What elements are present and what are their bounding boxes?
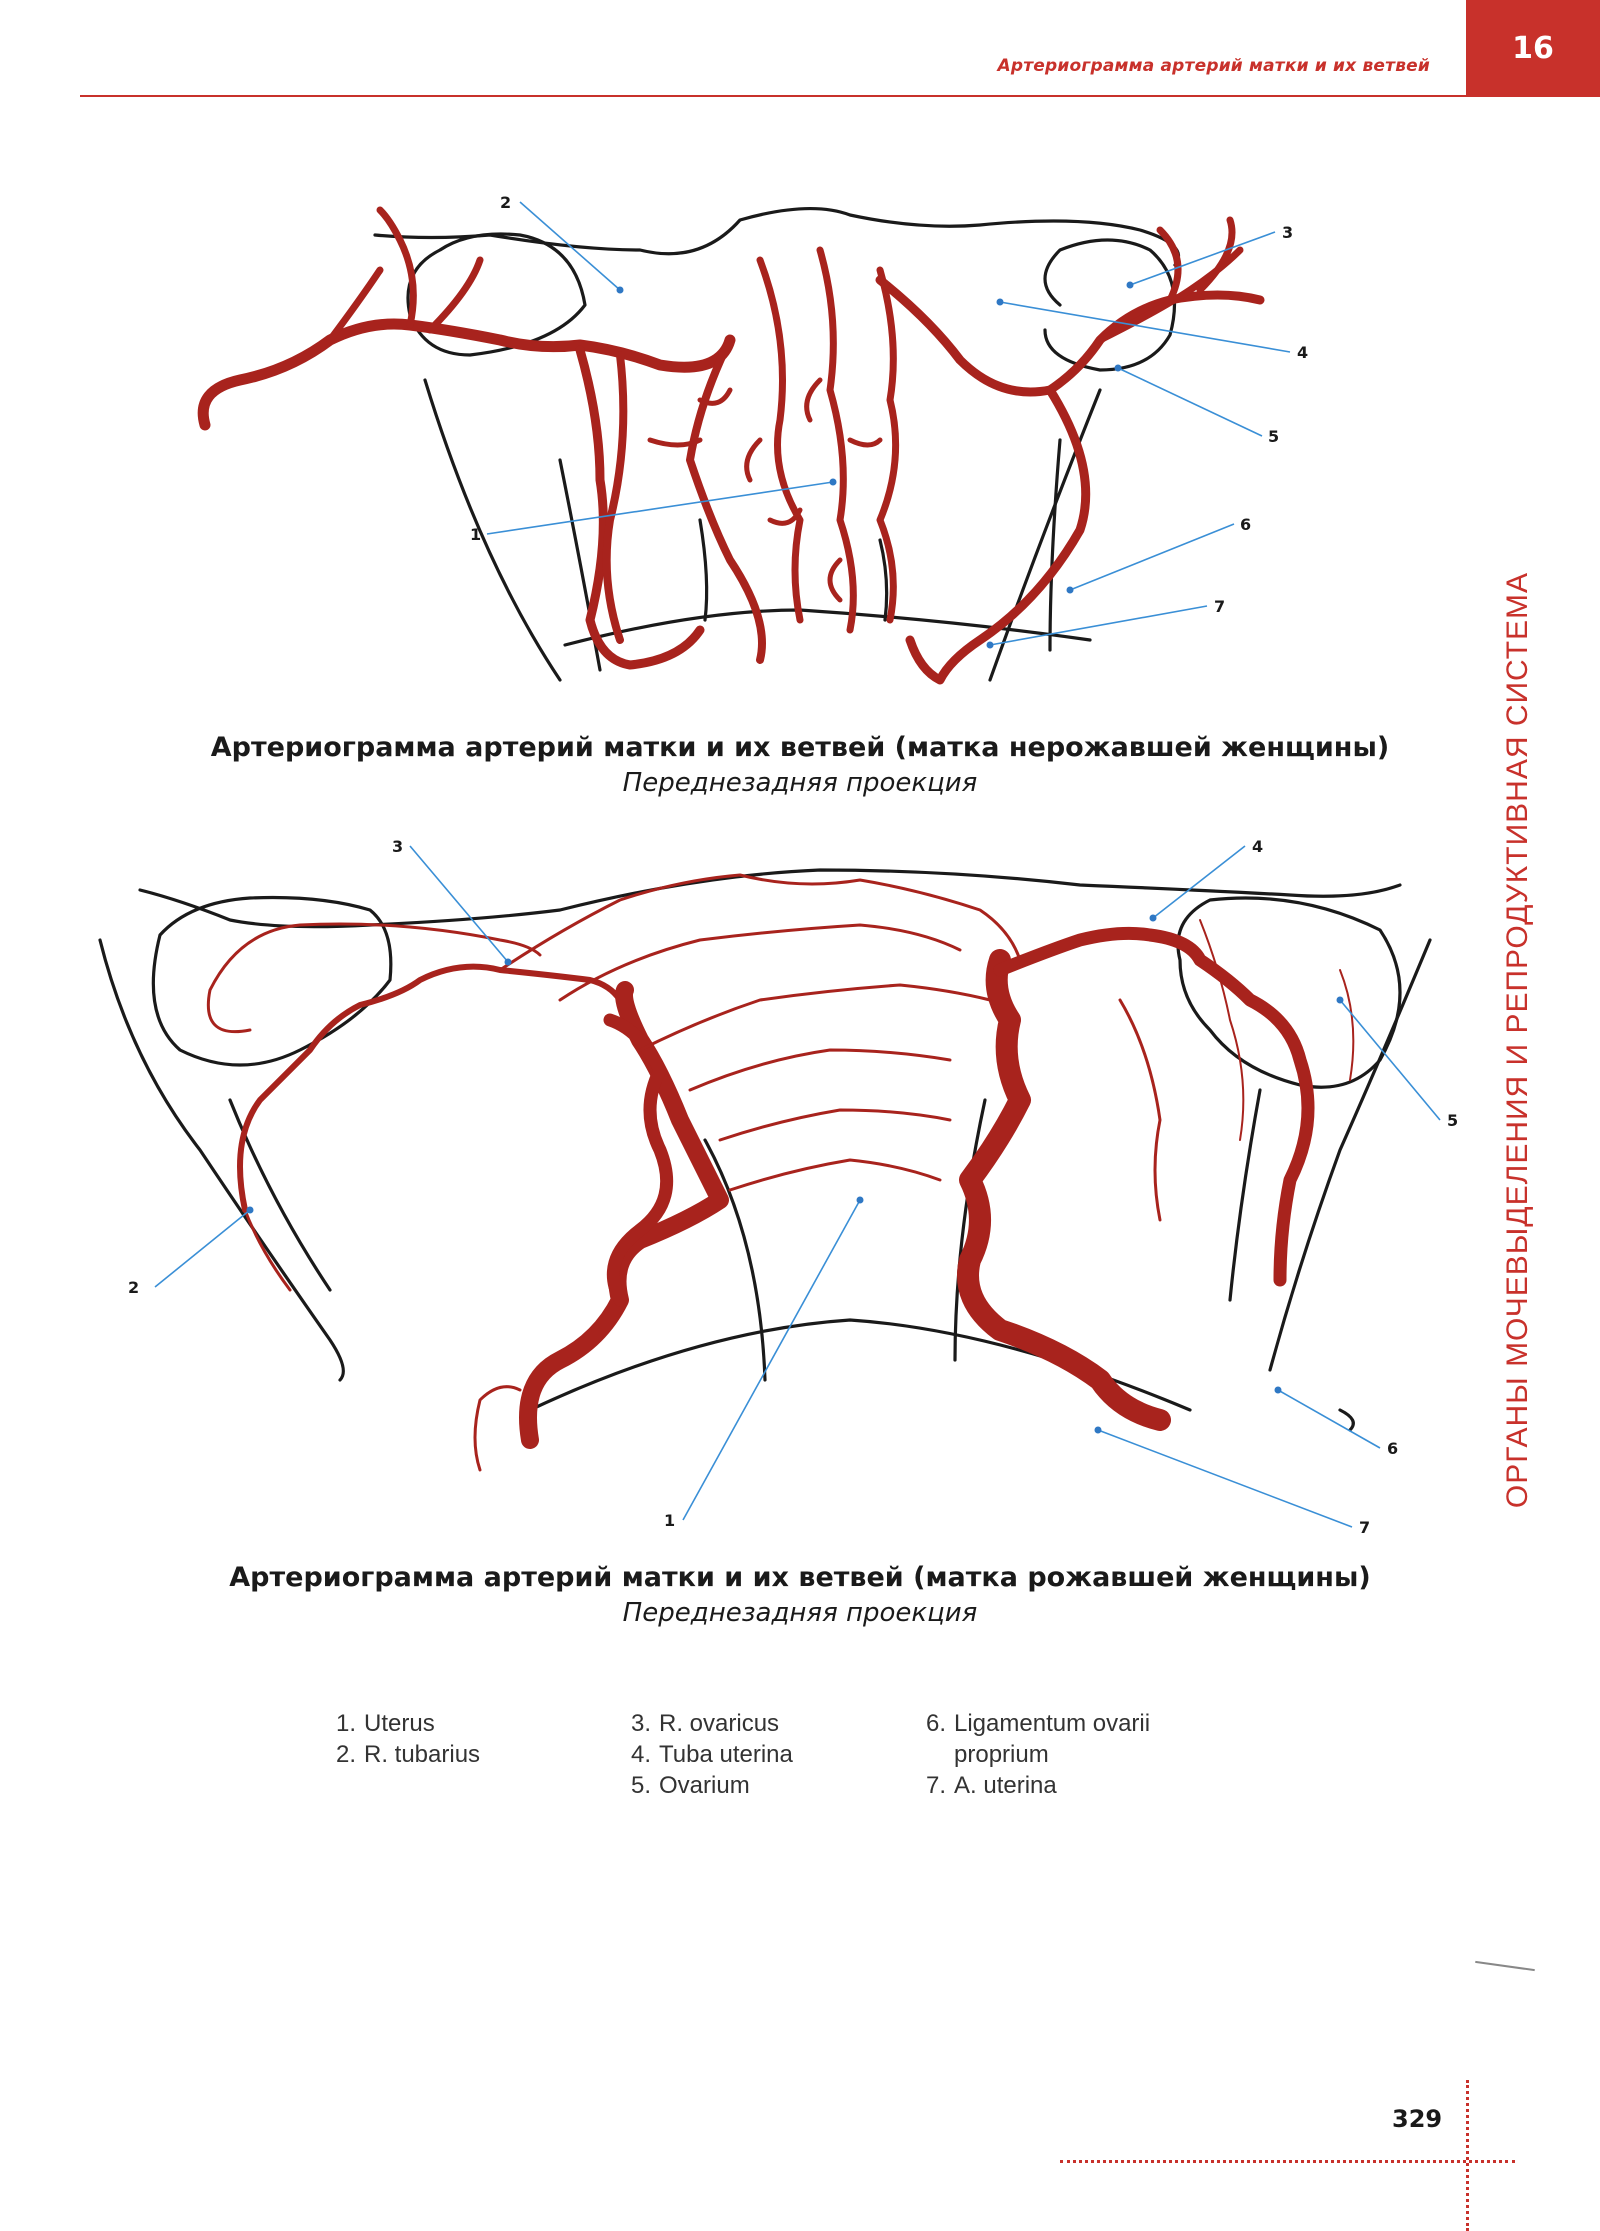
legend-column-1: 1.Uterus 2.R. tubarius: [330, 1708, 594, 1770]
chapter-number-tab: 16: [1466, 0, 1600, 97]
callout-7: 7: [1214, 597, 1225, 616]
legend-item: 1.Uterus: [335, 1710, 435, 1737]
figure-2-callouts: 1 2 3 4 5 6 7: [128, 837, 1458, 1537]
page-number: 329: [1392, 2105, 1443, 2133]
figure-2-title: Артериограмма артерий матки и их ветвей …: [229, 1562, 1371, 1593]
legend-item: 3.R. ovaricus: [630, 1710, 780, 1737]
callout-6: 6: [1240, 515, 1251, 534]
callout-3b: 3: [392, 837, 403, 856]
figure-2-outline: [98, 868, 1432, 1432]
callout-5: 5: [1268, 427, 1279, 446]
scan-mark: [1475, 1960, 1535, 1972]
callout-7b: 7: [1359, 1518, 1370, 1537]
callout-3: 3: [1282, 223, 1293, 242]
callout-1b: 1: [664, 1511, 675, 1530]
running-title: Артериограмма артерий матки и их ветвей: [997, 56, 1430, 76]
callout-2: 2: [500, 193, 511, 212]
legend-item: 4.Tuba uterina: [630, 1741, 793, 1768]
figure-1-arteries: [197, 206, 1265, 685]
legend-item: 5.Ovarium: [630, 1772, 750, 1799]
footer-dotted-rule: [1060, 2160, 1515, 2163]
header-rule: [80, 95, 1466, 97]
footer-dotted-vertical: [1466, 2080, 1469, 2231]
figure-1-title: Артериограмма артерий матки и их ветвей …: [210, 732, 1390, 763]
callout-1: 1: [470, 525, 481, 544]
legend-column-2: 3.R. ovaricus 4.Tuba uterina 5.Ovarium: [625, 1708, 889, 1801]
figure-1-illustration: 1 2 3 4 5 6 7: [197, 193, 1308, 685]
callout-6b: 6: [1387, 1439, 1398, 1458]
callout-4: 4: [1297, 343, 1308, 362]
legend-item: 6.Ligamentum ovarii proprium: [925, 1710, 1151, 1768]
legend-item: 7.A. uterina: [925, 1772, 1057, 1799]
callout-4b: 4: [1252, 837, 1263, 856]
figure-1-subtitle: Переднезадняя проекция: [622, 768, 978, 798]
figure-2-subtitle: Переднезадняя проекция: [622, 1598, 978, 1628]
figure-2-illustration: 1 2 3 4 5 6 7: [98, 837, 1458, 1537]
legend-column-3: 6.Ligamentum ovarii proprium 7.A. uterin…: [920, 1708, 1184, 1801]
callout-2b: 2: [128, 1278, 139, 1297]
legend-item: 2.R. tubarius: [335, 1741, 481, 1768]
figure-1-callouts: 1 2 3 4 5 6 7: [470, 193, 1308, 649]
section-vertical-title: ОРГАНЫ МОЧЕВЫДЕЛЕНИЯ И РЕПРОДУКТИВНАЯ СИ…: [1501, 571, 1534, 1509]
callout-5b: 5: [1447, 1111, 1458, 1130]
figure-2-arteries: [206, 873, 1355, 1472]
